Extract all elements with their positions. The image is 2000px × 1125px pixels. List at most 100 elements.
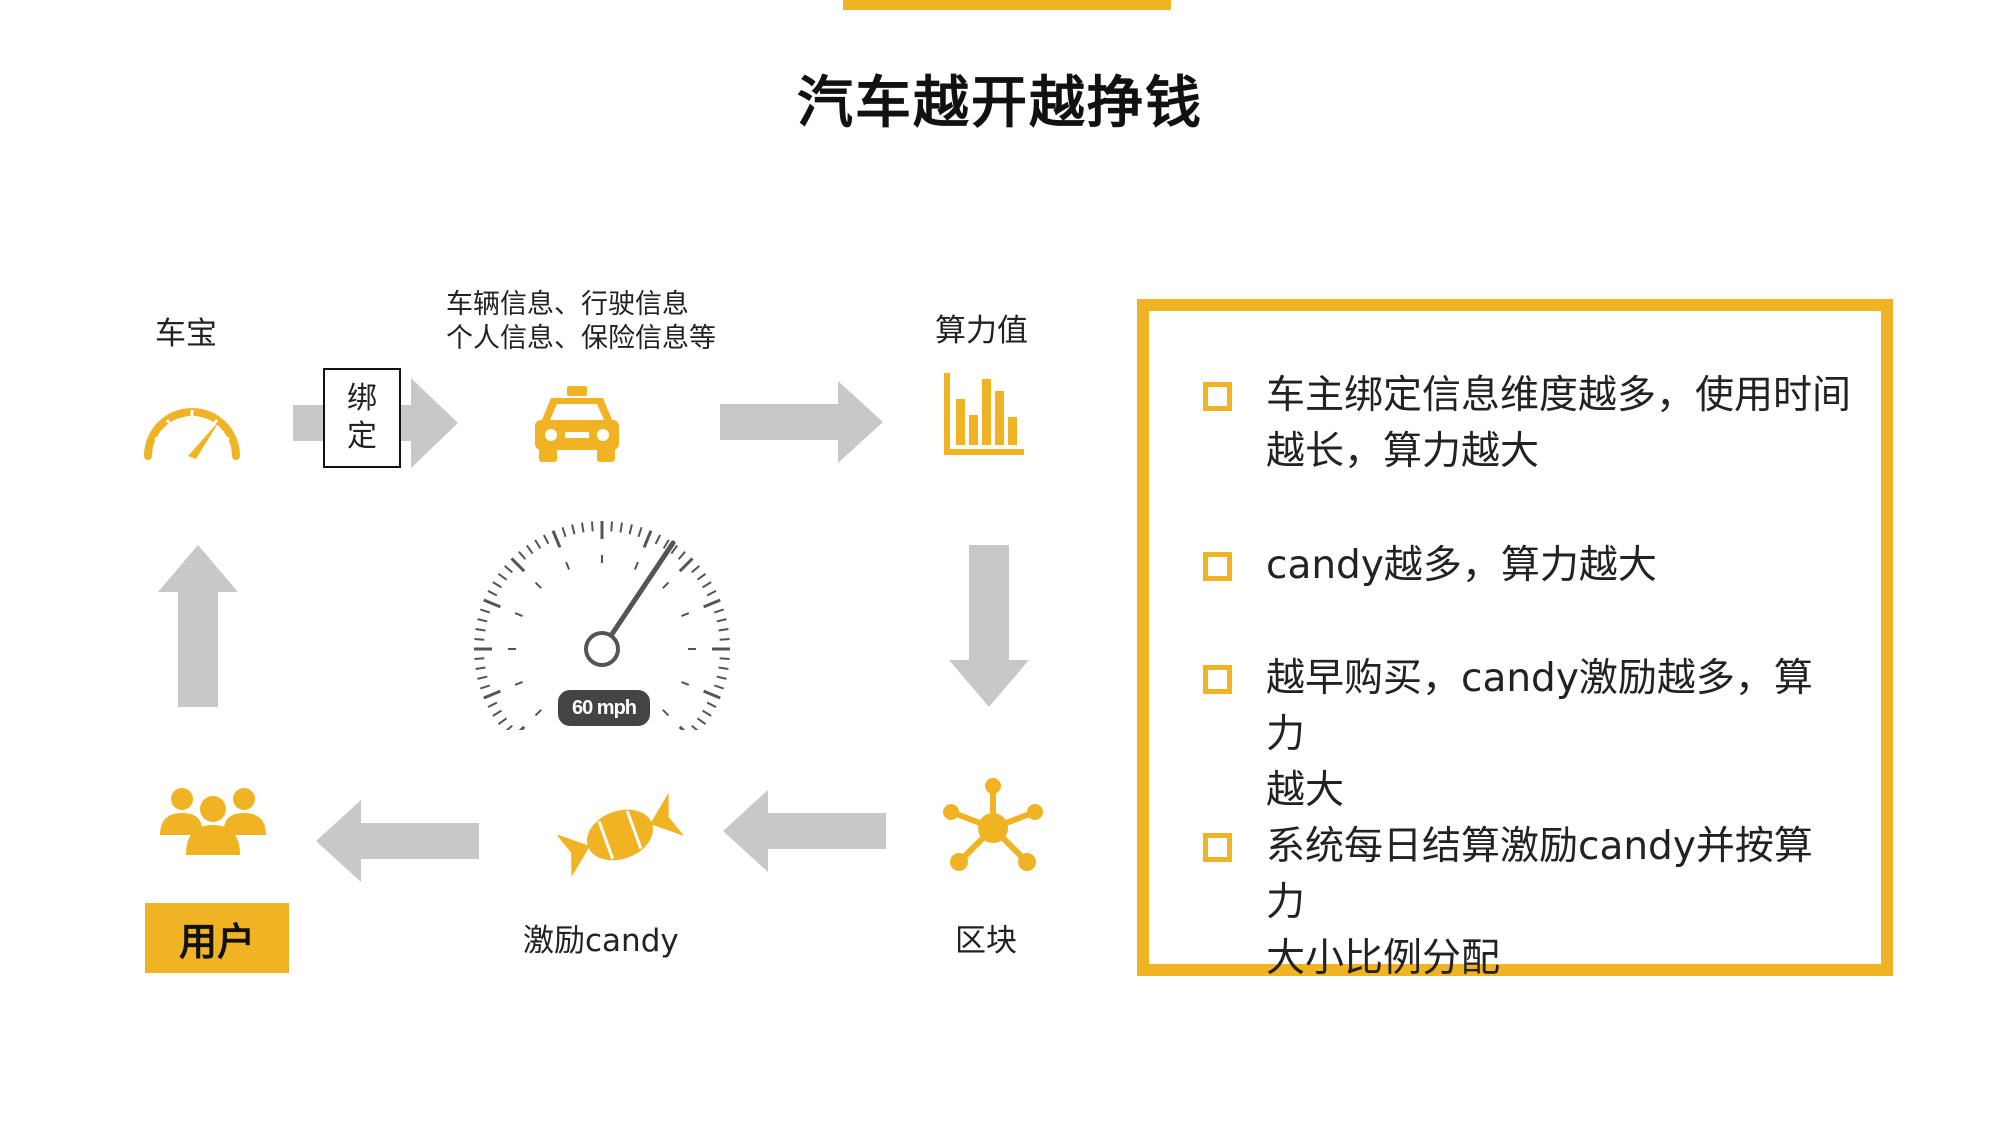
bullet-square-icon [1203, 665, 1232, 694]
gauge-inner-tick [534, 581, 542, 589]
gauge-tick [518, 551, 527, 560]
gauge-tick [718, 627, 729, 632]
gauge-tick [497, 717, 508, 726]
gauge-tick [492, 709, 502, 717]
bullet-square-icon [1203, 552, 1232, 581]
gauge-inner-tick [514, 680, 523, 686]
gauge-tick [619, 522, 624, 533]
bind-label-line1: 绑 [347, 381, 377, 416]
gauge-tick [719, 637, 730, 641]
gauge-tick [497, 572, 508, 581]
gauge-tick [716, 675, 727, 680]
gauge-tick [487, 701, 498, 709]
bind-box: 绑 定 [323, 368, 401, 468]
gauge-tick [637, 526, 643, 538]
gauge-tick [670, 544, 679, 555]
top-accent-bar [843, 0, 1171, 10]
vehicle-info-line1: 车辆信息、行驶信息 [446, 289, 689, 320]
info-bullet-text: 系统每日结算激励candy并按算力 大小比例分配 [1266, 819, 1851, 987]
arrow-down [949, 545, 1029, 707]
info-bullet: candy越多，算力越大 [1203, 538, 1851, 594]
gauge-tick [702, 581, 712, 589]
network-hub-icon [943, 778, 1043, 874]
gauge-tick [580, 522, 585, 533]
vehicle-info-label: 车辆信息、行驶信息 个人信息、保险信息等 [446, 288, 716, 356]
gauge-tick [571, 524, 576, 535]
gauge-tick [628, 524, 633, 535]
gauge-tick [678, 725, 694, 741]
vehicle-info-line2: 个人信息、保险信息等 [446, 323, 716, 354]
gauge-tick [703, 598, 721, 609]
gauge-inner-tick [681, 680, 690, 686]
gauge-tick [713, 684, 725, 690]
gauge-tick [551, 530, 562, 548]
gauge-tick [474, 637, 485, 641]
gauge-tick [702, 709, 712, 717]
info-bullet: 系统每日结算激励candy并按算力 大小比例分配 [1203, 819, 1851, 987]
gauge-tick [504, 565, 513, 574]
slide-title: 汽车越开越挣钱 [797, 71, 1203, 136]
gauge-tick [504, 724, 513, 733]
gauge-tick [510, 557, 526, 573]
info-bullet-line: 车主绑定信息维度越多，使用时间 [1266, 373, 1852, 418]
gauge-tick [654, 534, 662, 545]
gauge-inner-tick [565, 561, 571, 570]
gauge-tick [483, 689, 501, 700]
gauge-tick [475, 666, 486, 671]
info-bullet: 车主绑定信息维度越多，使用时间 越长，算力越大 [1203, 368, 1851, 480]
gauge-inner-tick [633, 561, 639, 570]
gauge-inner-tick [514, 612, 523, 618]
gauge-tick [487, 589, 498, 597]
info-bullet-line: 越早购买，candy激励越多，算力 [1266, 656, 1813, 757]
gauge-tick [477, 618, 488, 623]
car-treasure-label: 车宝 [155, 316, 217, 352]
info-bullet-line: 大小比例分配 [1266, 936, 1501, 981]
arrow-right-2 [720, 381, 883, 463]
gauge-tick [713, 608, 725, 614]
gauge-tick [718, 666, 729, 671]
arrow-up [158, 545, 238, 707]
gauge-tick [483, 598, 501, 609]
user-group-icon [160, 787, 266, 855]
gauge-tick [696, 717, 707, 726]
gauge-inner-tick [662, 581, 670, 589]
gauge-inner-tick [681, 612, 690, 618]
gauge-tick [696, 572, 707, 581]
bullet-square-icon [1203, 382, 1232, 411]
info-bullet-text: candy越多，算力越大 [1266, 538, 1657, 594]
gauge-tick [474, 657, 485, 661]
info-bullet-line: 系统每日结算激励candy并按算力 [1266, 824, 1813, 925]
user-badge: 用户 [145, 903, 289, 973]
arrow-left-2 [316, 800, 479, 882]
gauge-tick [475, 627, 486, 632]
gauge-tick [662, 539, 670, 549]
gauge-tick [590, 521, 594, 532]
speed-readout: 60 mph [558, 690, 650, 726]
gauge-tick [691, 724, 700, 733]
gauge-tick [691, 565, 700, 574]
gauge-tick [477, 675, 488, 680]
compute-power-label: 算力值 [935, 313, 1028, 349]
block-label: 区块 [955, 923, 1017, 959]
arrow-left-1 [723, 790, 886, 872]
gauge-tick [479, 684, 491, 690]
info-bullet-line: candy越多，算力越大 [1266, 543, 1657, 588]
gauge-tick [716, 618, 727, 623]
bind-label-line2: 定 [347, 419, 377, 454]
gauge-inner-tick [662, 709, 670, 717]
gauge-tick [677, 551, 686, 560]
gauge-tick [479, 608, 491, 614]
gauge-tick [492, 581, 502, 589]
info-bullet-line: 越大 [1266, 768, 1345, 813]
gauge-tick [678, 557, 694, 573]
gauge-tick [706, 589, 717, 597]
gauge-tick [534, 539, 542, 549]
info-bullet: 越早购买，candy激励越多，算力 越大 [1203, 651, 1851, 819]
bullet-square-icon [1203, 833, 1232, 862]
gauge-tick [525, 544, 534, 555]
info-bullet-line: 越长，算力越大 [1266, 429, 1540, 474]
gauge-tick [542, 534, 550, 545]
taxi-icon [533, 386, 621, 464]
reward-candy-label: 激励candy [523, 923, 679, 959]
gauge-inner-tick [534, 709, 542, 717]
